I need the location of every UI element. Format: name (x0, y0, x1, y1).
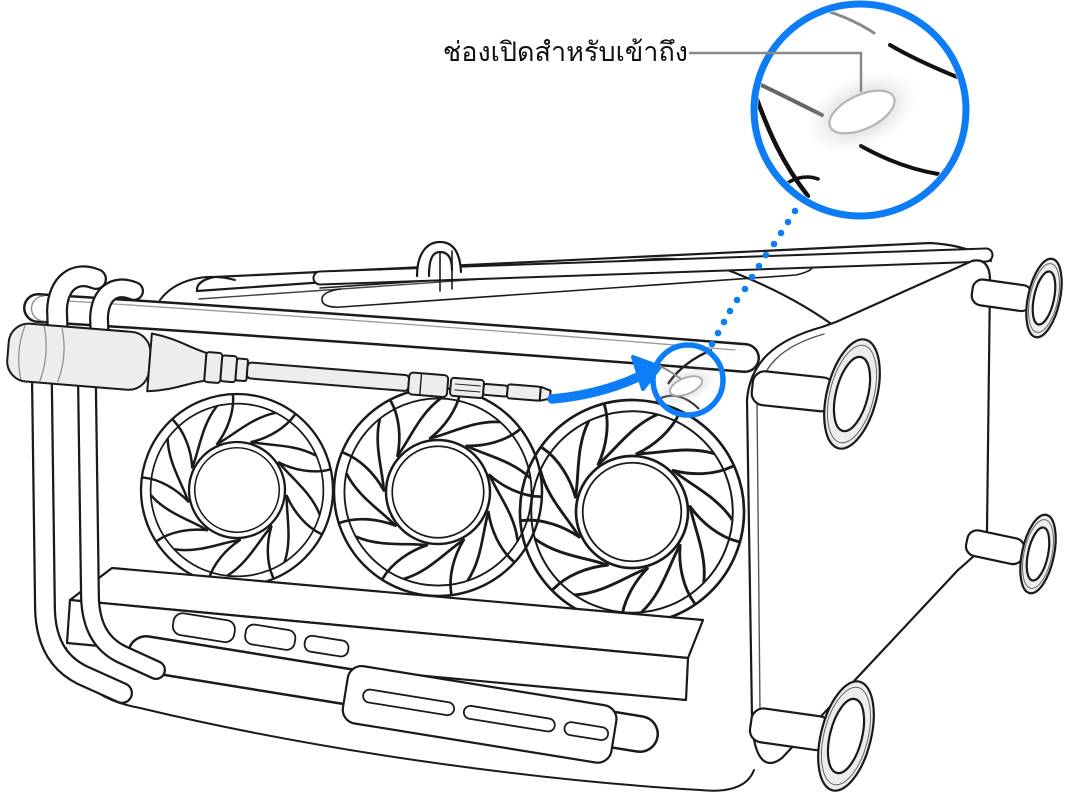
bottom-panel (745, 257, 1063, 792)
magnified-access-opening (758, 10, 959, 199)
callout-label: ช่องเปิดสำหรับเข้าถึง (442, 37, 688, 67)
access-opening-highlight-circle (650, 342, 726, 418)
callout-connector-line (689, 51, 863, 92)
fan-hub (574, 454, 690, 570)
frame-corner-loop (159, 276, 236, 301)
screwdriver-bit (506, 383, 542, 402)
magnified-hole (828, 89, 896, 135)
screwdriver-handle (6, 322, 152, 391)
fan-hub (187, 440, 287, 540)
fan-hub (384, 438, 492, 546)
access-opening-hole (669, 375, 703, 397)
fan-2 (320, 379, 555, 612)
foot-top-far (970, 257, 1063, 339)
vent-openings-left (171, 612, 350, 658)
access-opening-highlight (650, 342, 726, 418)
tube-end-cap (30, 295, 45, 322)
rear-frame-rail (312, 240, 994, 292)
screwdriver (6, 322, 552, 402)
magnifier-ring (750, 0, 970, 220)
vent-slot-plate (341, 664, 618, 764)
front-frame-rail (23, 293, 760, 373)
bottom-silhouette (139, 707, 755, 792)
fan-1 (131, 380, 347, 597)
mac-pro-chassis (23, 240, 1063, 792)
foot-bottom-far (964, 513, 1057, 595)
bottom-rail (65, 612, 755, 792)
vent-slots (362, 688, 610, 742)
frame-handle-hump (415, 240, 463, 292)
foot-bottom-near (748, 680, 875, 792)
screwdriver-collar (407, 371, 450, 399)
magnifier-callout-circle (750, 0, 970, 220)
dotted-leader-line (708, 207, 799, 348)
foot-top-near (750, 338, 881, 450)
cooling-fans (131, 379, 756, 637)
